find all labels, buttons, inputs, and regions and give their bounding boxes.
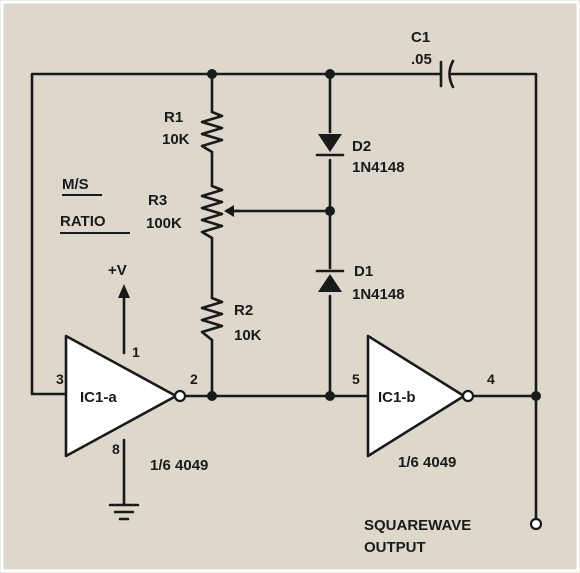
c1-value: .05 — [411, 51, 432, 68]
inverter-ic1a — [64, 334, 187, 458]
junctions — [207, 69, 541, 401]
diode-d1 — [315, 269, 345, 292]
d1-value: 1N4148 — [352, 286, 405, 303]
junction-top-mid — [325, 69, 335, 79]
pin-5-label: 5 — [352, 371, 360, 387]
r2-label: R2 — [234, 302, 253, 319]
r2-value: 10K — [234, 327, 262, 344]
junction-d1-bottom — [325, 391, 335, 401]
pin-1-label: 1 — [132, 344, 140, 360]
d2-label: D2 — [352, 138, 371, 155]
junction-top-left — [207, 69, 217, 79]
capacitor-c1 — [439, 59, 455, 89]
inverter-ic1b — [366, 334, 475, 458]
output-terminal — [529, 517, 543, 531]
vplus-label: +V — [108, 262, 127, 279]
wires — [30, 72, 538, 522]
output-label-line1: SQUAREWAVE — [364, 517, 471, 534]
feedback-wire-left — [30, 72, 214, 396]
junction-wiper — [325, 206, 335, 216]
potentiometer-r3 — [200, 184, 242, 240]
r3-value: 100K — [146, 215, 182, 232]
ic1b-label: IC1-b — [378, 389, 416, 406]
pin-8-label: 8 — [112, 441, 120, 457]
output-label-line2: OUTPUT — [364, 539, 426, 556]
ratio-label: RATIO — [60, 213, 106, 230]
resistor-r2 — [200, 296, 224, 342]
ic1a-label: IC1-a — [80, 389, 117, 406]
pin-3-label: 3 — [56, 371, 64, 387]
ms-label: M/S — [62, 176, 89, 193]
c1-to-output-wire — [450, 72, 538, 522]
d1-label: D1 — [354, 263, 373, 280]
pin-2-label: 2 — [190, 371, 198, 387]
junction-r2-bottom — [207, 391, 217, 401]
r1-value: 10K — [162, 131, 190, 148]
c1-label: C1 — [411, 29, 430, 46]
junction-output — [531, 391, 541, 401]
r3-label: R3 — [148, 192, 167, 209]
vplus-arrow-icon — [118, 284, 130, 298]
d2-value: 1N4148 — [352, 159, 405, 176]
ic1b-part: 1/6 4049 — [398, 454, 456, 471]
resistor-r1 — [200, 110, 224, 154]
r1-label: R1 — [164, 109, 183, 126]
diode-d2 — [315, 134, 345, 157]
ic1a-part: 1/6 4049 — [150, 457, 208, 474]
ground-icon — [108, 503, 140, 521]
pin-4-label: 4 — [487, 371, 495, 387]
